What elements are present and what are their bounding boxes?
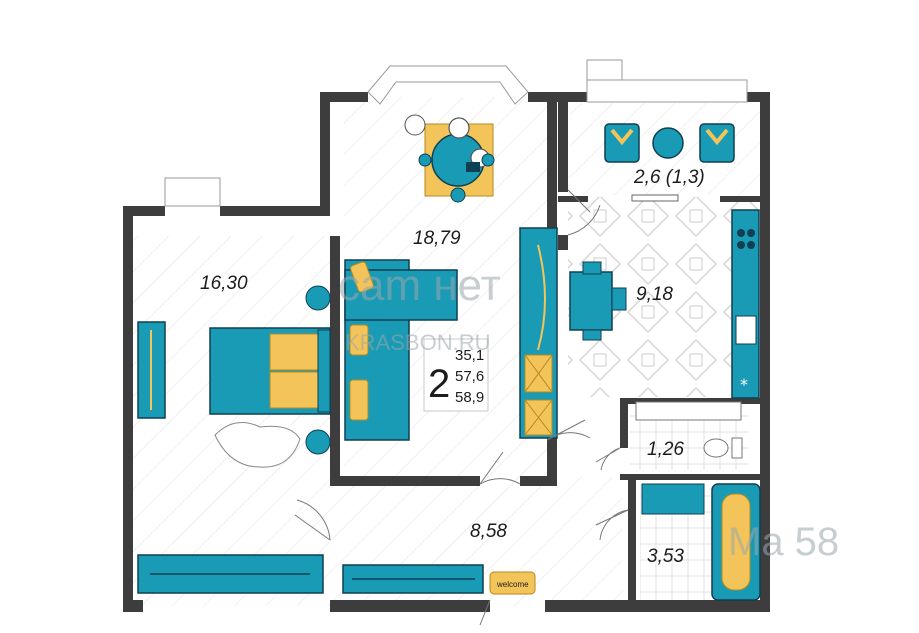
windows	[164, 59, 748, 207]
bedroom-area-label: 16,30	[200, 273, 248, 294]
bathroom-area-label: 3,53	[647, 546, 684, 567]
watermark-brand: cam нет	[338, 261, 501, 310]
kitchen-counter: *	[731, 209, 760, 399]
hall-area-label: 8,58	[470, 521, 507, 542]
svg-text:*: *	[740, 375, 748, 394]
total-area-value: 57,6	[455, 368, 484, 385]
bed	[137, 285, 331, 468]
doormat-label: welcome	[496, 580, 529, 589]
kitchen-table	[569, 261, 627, 341]
living-area-value: 35,1	[455, 347, 484, 364]
doors	[294, 189, 629, 626]
balcony-furniture	[604, 123, 735, 202]
watermark-domain: KRASBON.RU	[345, 330, 490, 355]
toilet-area-label: 1,26	[647, 439, 684, 460]
kitchen-area-label: 9,18	[636, 284, 673, 305]
plumbing	[635, 401, 761, 601]
sofa	[344, 259, 458, 441]
bedroom-floor	[133, 236, 333, 606]
total-with-balcony-value: 58,9	[455, 389, 484, 406]
watermark-corner: Ma 58	[728, 520, 839, 564]
tv-unit	[519, 227, 558, 439]
living-area-label: 18,79	[413, 228, 461, 249]
rooms-count: 2	[428, 362, 450, 406]
info-box	[423, 338, 489, 412]
balcony-area-label: 2,6 (1,3)	[633, 167, 705, 188]
dining-set	[404, 114, 495, 203]
wardrobes	[137, 554, 536, 595]
